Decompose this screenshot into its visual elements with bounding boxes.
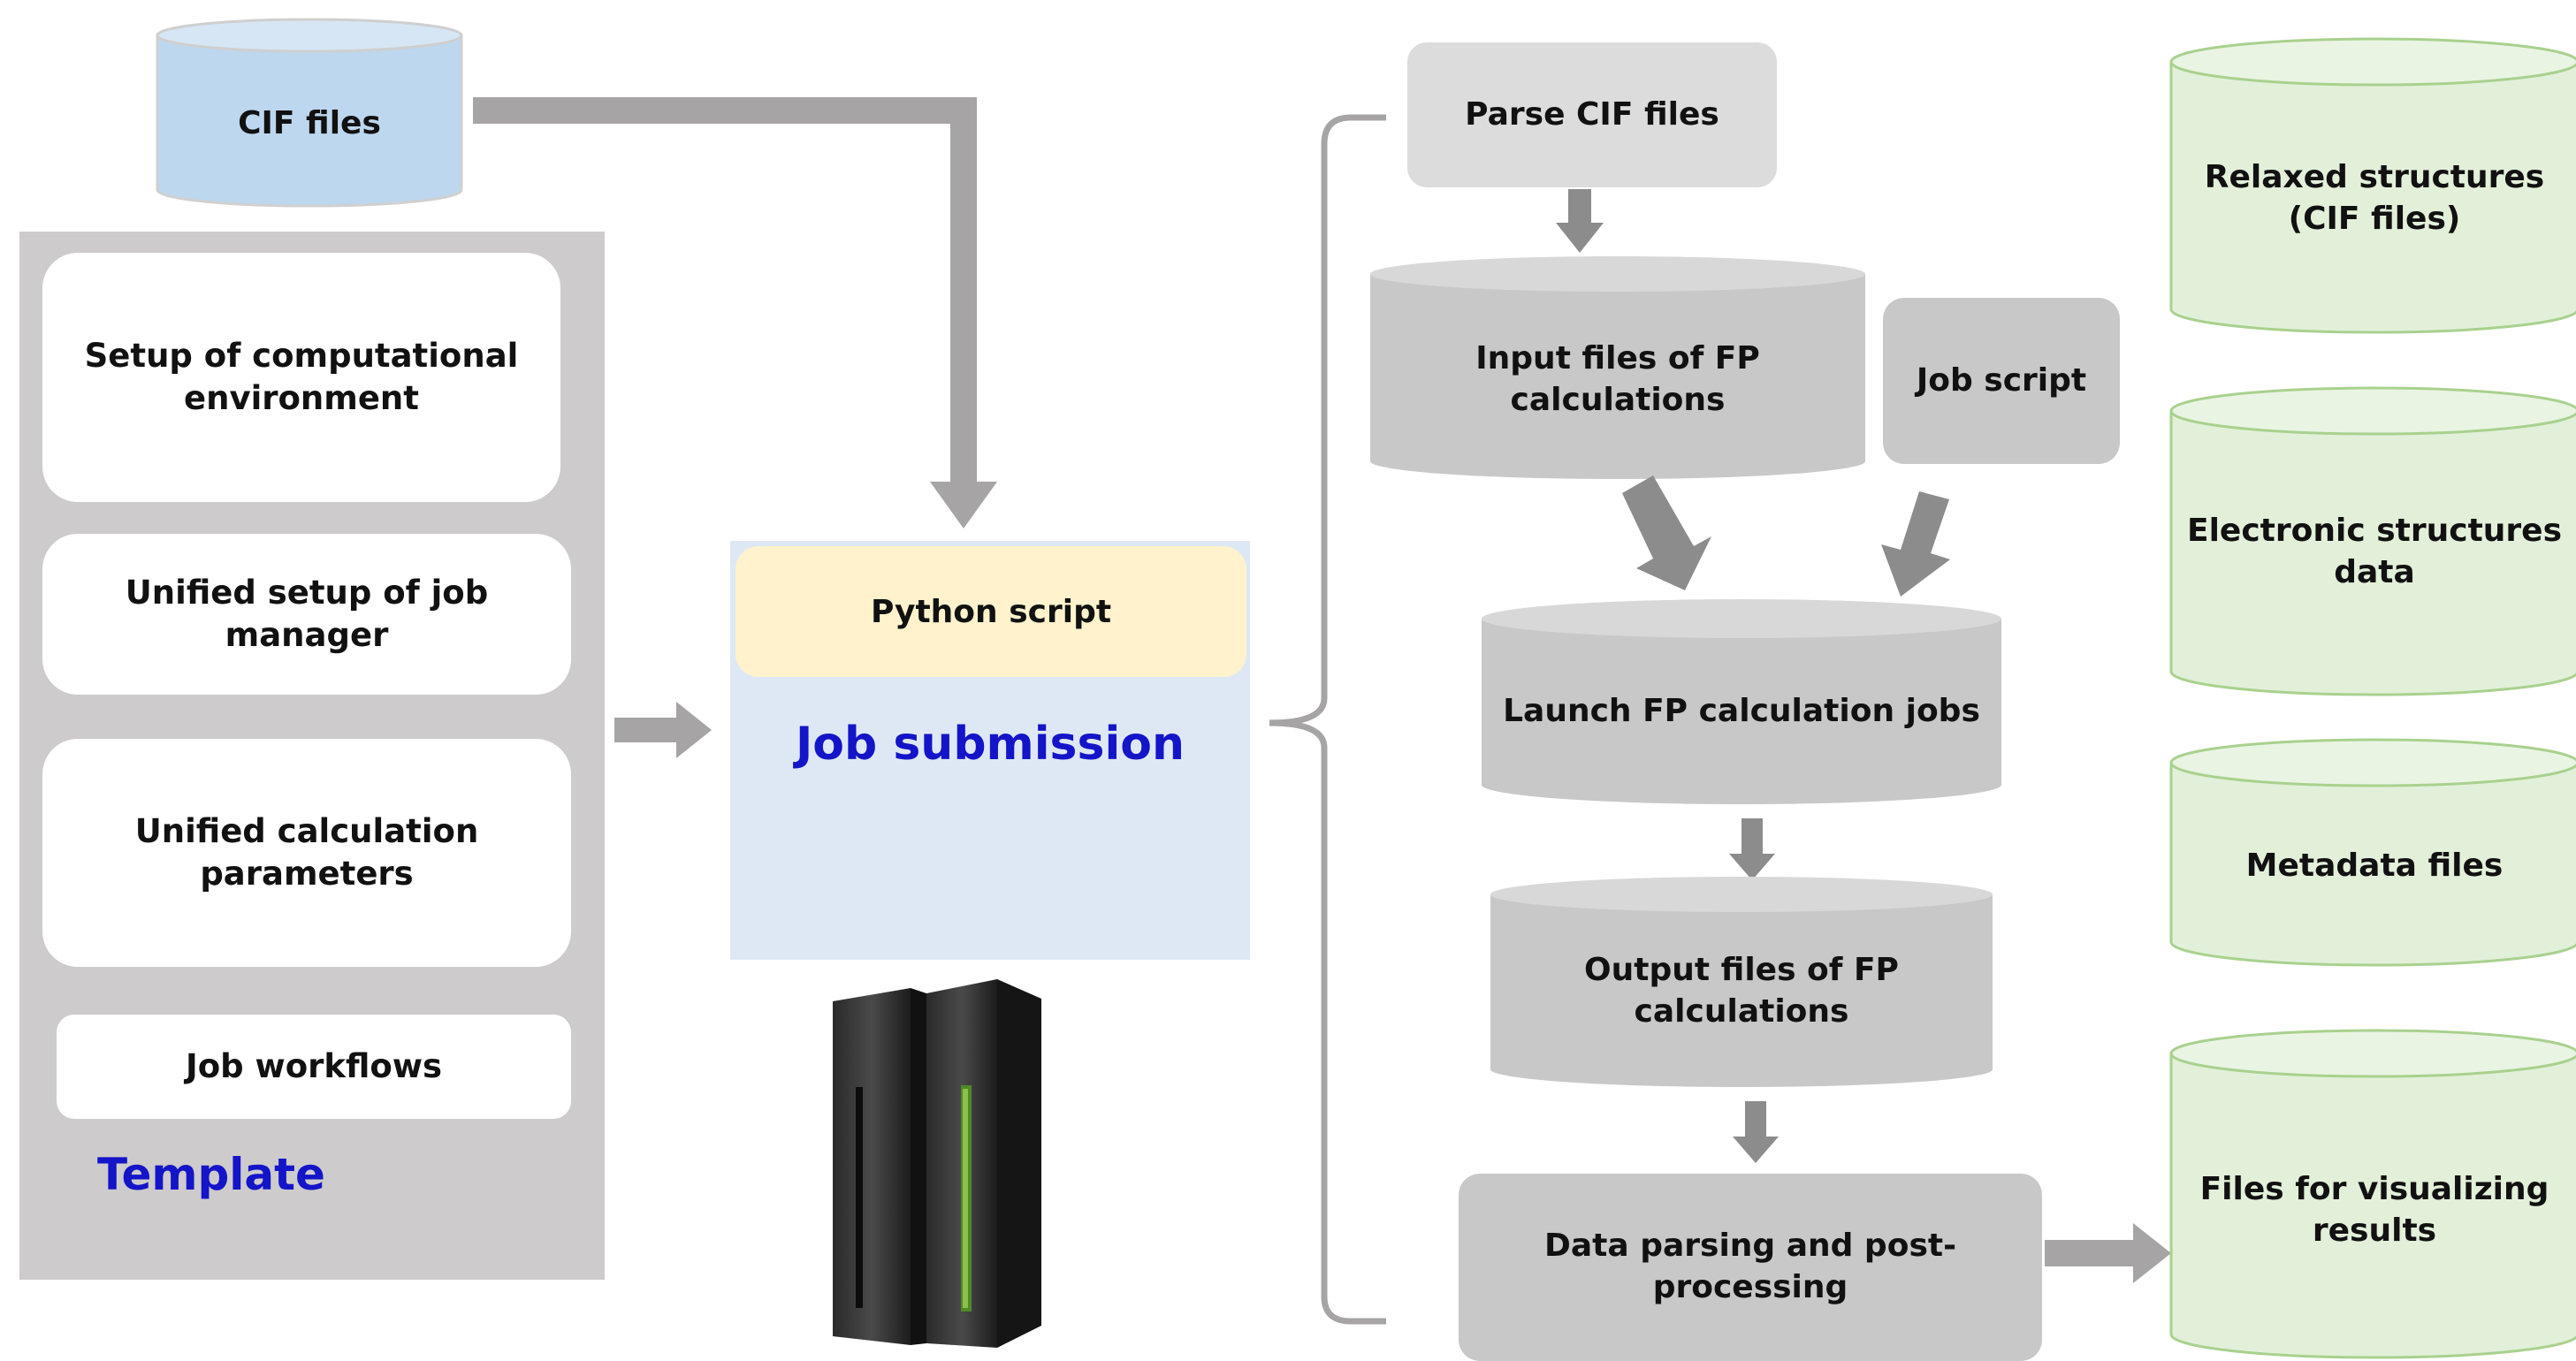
- output-visualization-label: Files for visualizing results: [2199, 1171, 2549, 1249]
- output-cylinder-relaxed: [2169, 37, 2576, 334]
- arrow-template-to-submission: [614, 702, 712, 758]
- launch-label: Launch FP calculation jobs: [1503, 692, 1980, 729]
- input-files-cylinder: [1370, 256, 1865, 479]
- template-item-workflows: Job workflows: [57, 1015, 571, 1119]
- arrow-parse-to-input: [1556, 189, 1604, 253]
- arrow-post-to-outputs: [2045, 1223, 2171, 1283]
- output-cylinder-metadata: [2169, 738, 2576, 967]
- template-item-job-manager: Unified setup of job manager: [42, 534, 571, 695]
- post-processing-node: [1459, 1174, 2042, 1361]
- output-metadata-label: Metadata files: [2245, 847, 2504, 884]
- server-rack-icon: [833, 979, 1041, 1348]
- post-processing-label: Data parsing and post-processing: [1543, 1228, 1957, 1305]
- template-title: Template: [97, 1149, 325, 1200]
- curly-brace: [1269, 114, 1386, 1325]
- arrow-cif-to-python: [473, 97, 997, 528]
- arrow-jobscript-to-launch: [1881, 491, 1950, 597]
- python-script-node: Python script: [735, 546, 1246, 677]
- output-files-label: Output files of FP calculations: [1584, 952, 1899, 1030]
- job-script-node: [1883, 298, 2120, 464]
- template-item-environment: Setup of computational environment: [42, 253, 560, 502]
- job-script-label: Job script: [1916, 361, 2087, 399]
- input-files-label: Input files of FP calculations: [1475, 340, 1760, 418]
- template-item-calc-parameters: Unified calculation parameters: [42, 739, 571, 967]
- launch-cylinder: [1482, 599, 2001, 804]
- parse-cif-label: Parse CIF files: [1465, 95, 1719, 133]
- output-files-cylinder: [1490, 877, 1993, 1087]
- arrow-input-to-launch: [1622, 475, 1711, 590]
- output-cylinder-electronic: [2169, 386, 2576, 696]
- arrow-launch-to-output: [1729, 818, 1775, 880]
- cif-files-label: CIF files: [238, 104, 381, 141]
- job-submission-title: Job submission: [795, 718, 1185, 771]
- output-relaxed-label: Relaxed structures (CIF files): [2204, 159, 2545, 237]
- output-cylinder-visualization: [2169, 1029, 2576, 1359]
- output-electronic-label: Electronic structures data: [2186, 513, 2563, 590]
- cif-files-cylinder: [156, 18, 463, 208]
- parse-cif-node: [1407, 42, 1777, 187]
- arrow-output-to-post: [1733, 1101, 1779, 1163]
